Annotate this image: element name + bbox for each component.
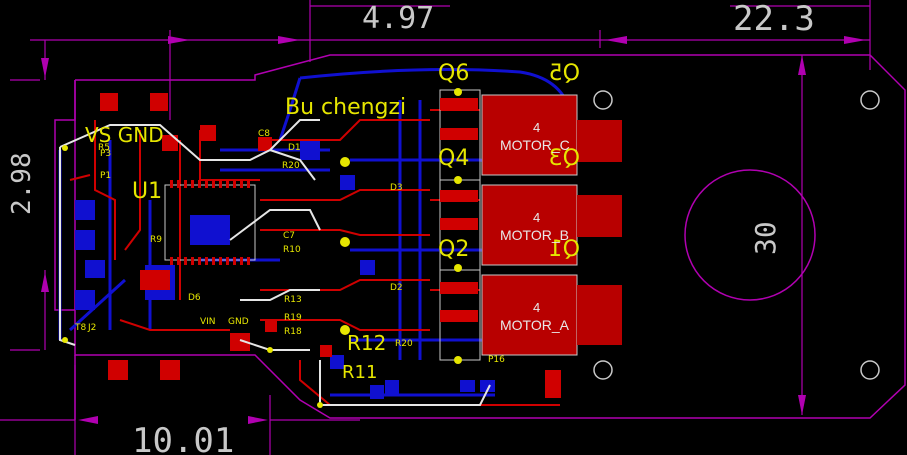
refdes-label: R10 bbox=[283, 245, 301, 255]
q1-label: Q1 bbox=[549, 237, 580, 262]
refdes-label: R19 bbox=[284, 313, 302, 323]
u1-label: U1 bbox=[132, 179, 162, 204]
dimension-top-left: 4.97 bbox=[362, 1, 434, 36]
refdes-label: R20 bbox=[395, 339, 413, 349]
top-copper-pads bbox=[100, 93, 561, 398]
motor-b-label: MOTOR_B bbox=[500, 227, 569, 243]
dimension-bottom: 10.01 bbox=[132, 421, 234, 455]
motor-c-label: MOTOR_C bbox=[500, 137, 570, 153]
refdes-label: D2 bbox=[390, 283, 403, 293]
mounting-holes bbox=[593, 90, 880, 380]
dimension-lines bbox=[0, 0, 871, 455]
refdes-label: D3 bbox=[390, 183, 403, 193]
motor-a-pin: 4 bbox=[533, 300, 540, 315]
refdes-label: J2 bbox=[87, 323, 96, 333]
motor-pad-b bbox=[481, 184, 622, 266]
vias bbox=[62, 88, 462, 408]
motor-pad-c bbox=[481, 94, 622, 176]
refdes-label: T8 bbox=[74, 323, 86, 333]
dimension-circle: 30 bbox=[749, 221, 782, 255]
refdes-label: P3 bbox=[100, 149, 111, 159]
q5-label: Q5 bbox=[549, 61, 580, 86]
r12-label: R12 bbox=[347, 331, 386, 355]
author-label: Bu chengzi bbox=[285, 95, 406, 120]
mosfet-q1-q2 bbox=[439, 269, 481, 361]
r11-label: R11 bbox=[342, 362, 377, 383]
motor-pads bbox=[481, 94, 622, 356]
dimension-top-right: 22.3 bbox=[733, 0, 815, 39]
refdes-label: R18 bbox=[284, 327, 302, 337]
motor-b-pin: 4 bbox=[533, 210, 540, 225]
refdes-label: R5 bbox=[98, 143, 110, 153]
q2-label: Q2 bbox=[438, 237, 469, 262]
refdes-label: D6 bbox=[188, 293, 201, 303]
refdes-label: GND bbox=[228, 317, 249, 327]
dimension-left: 2.98 bbox=[7, 152, 37, 215]
motor-a-label: MOTOR_A bbox=[500, 317, 570, 333]
refdes-label: D1 bbox=[288, 143, 301, 153]
refdes-label: R9 bbox=[150, 235, 162, 245]
refdes-label: C7 bbox=[283, 231, 295, 241]
q3-label: Q3 bbox=[549, 146, 580, 171]
refdes-label: VIN bbox=[200, 317, 216, 327]
vs-gnd-label: VS GND bbox=[85, 123, 164, 147]
refdes-label: R13 bbox=[284, 295, 302, 305]
q6-label: Q6 bbox=[438, 61, 469, 86]
board-outline bbox=[54, 54, 906, 420]
dimension-arrows bbox=[41, 36, 866, 424]
refdes-label: P16 bbox=[488, 355, 505, 365]
mosfet-footprints bbox=[439, 89, 481, 361]
q4-label: Q4 bbox=[438, 146, 469, 171]
motor-c-pin: 4 bbox=[533, 120, 540, 135]
refdes-label: R20 bbox=[282, 161, 300, 171]
mcu-footprint bbox=[164, 180, 256, 265]
refdes-label: P1 bbox=[100, 171, 111, 181]
motor-pad-a bbox=[481, 274, 622, 356]
mosfet-q3-q4 bbox=[439, 179, 481, 271]
refdes-label: C8 bbox=[258, 129, 270, 139]
